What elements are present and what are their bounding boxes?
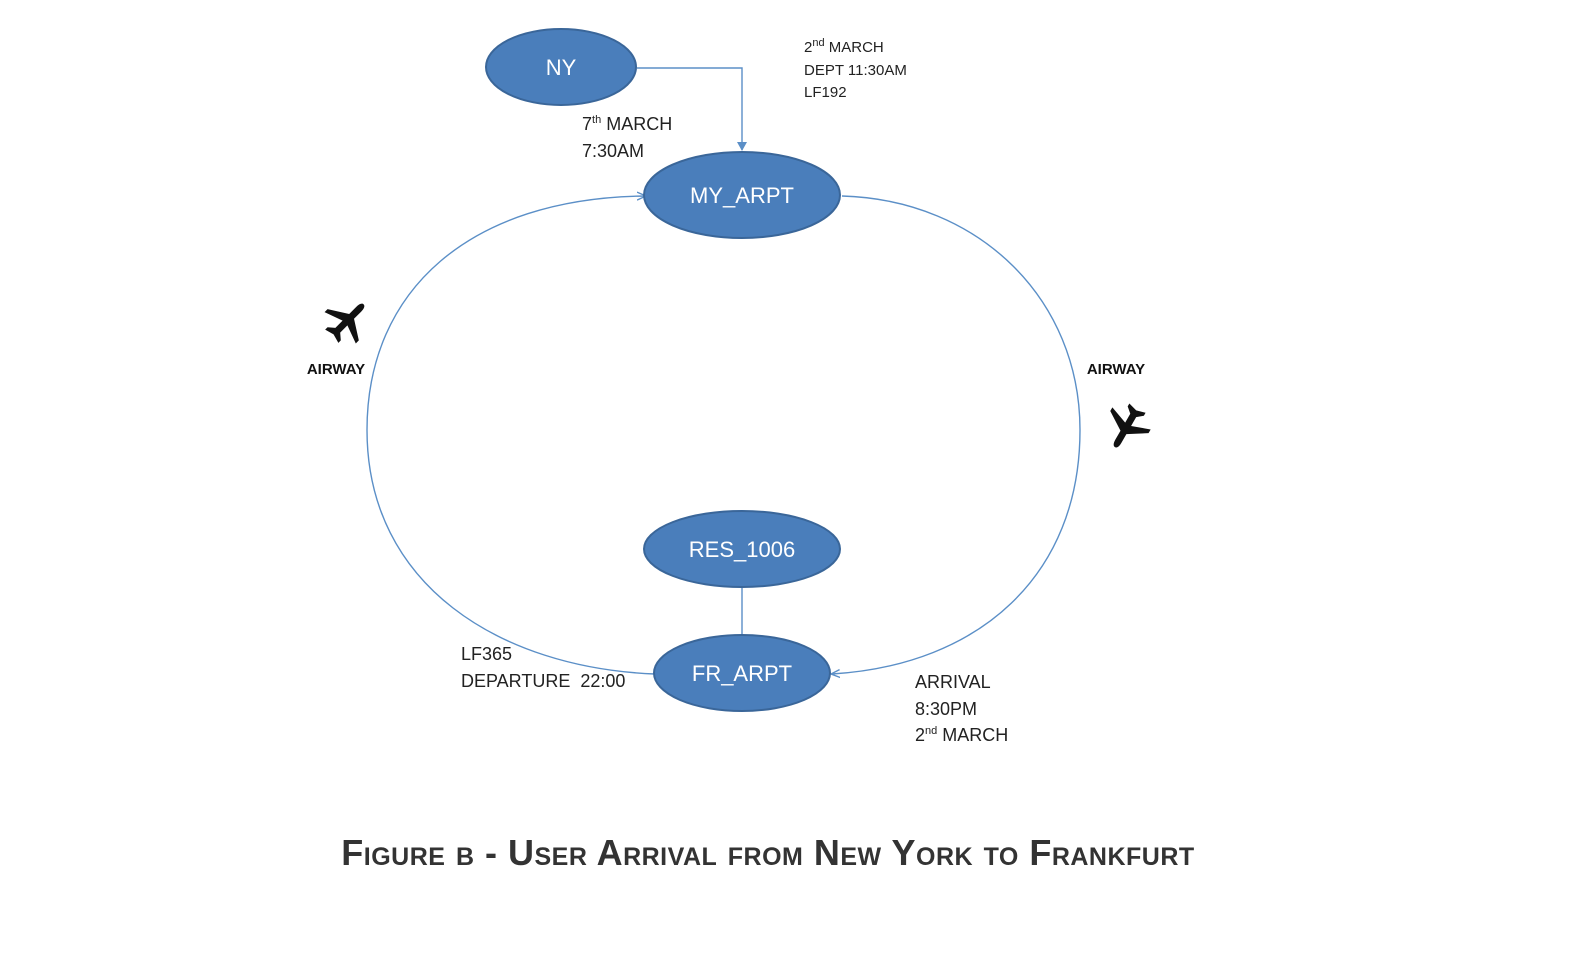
departure-fr-flight: LF365: [461, 644, 512, 664]
node-fr-arpt: FR_ARPT: [653, 634, 831, 712]
node-my-arpt: MY_ARPT: [643, 151, 841, 239]
arrival-fr-day: 2: [915, 725, 925, 745]
node-ny-label: NY: [546, 55, 577, 80]
arrival-fr-time: 8:30PM: [915, 699, 977, 719]
annotation-arrival-fr: ARRIVAL 8:30PM 2nd MARCH: [915, 672, 1008, 745]
annotation-departure-fr: LF365 DEPARTURE 22:00: [461, 644, 625, 691]
svg-text:2nd MARCH: 2nd MARCH: [915, 725, 1008, 745]
annotation-departure-ny: 2nd MARCH DEPT 11:30AM LF192: [804, 37, 907, 101]
return-arrival-day-suffix: th: [592, 114, 601, 126]
node-res-1006-label: RES_1006: [689, 537, 795, 562]
return-arrival-time: 7:30AM: [582, 141, 644, 161]
departure-ny-day-suffix: nd: [812, 37, 824, 49]
airway-right-path: [832, 195, 1081, 674]
airplane-icon: [1095, 397, 1157, 459]
node-fr-arpt-label: FR_ARPT: [692, 661, 792, 686]
edge-ny-to-my-arpt: [637, 67, 747, 151]
departure-ny-flight: LF192: [804, 84, 847, 101]
airway-right-label: AIRWAY: [1087, 361, 1145, 378]
arrival-fr-label: ARRIVAL: [915, 672, 991, 692]
arrival-fr-day-suffix: nd: [925, 725, 937, 737]
node-res-1006: RES_1006: [643, 510, 841, 588]
annotation-return-arrival: 7th MARCH 7:30AM: [582, 114, 672, 161]
svg-text:2nd MARCH: 2nd MARCH: [804, 37, 884, 56]
departure-fr-time: DEPARTURE 22:00: [461, 671, 625, 691]
node-my-arpt-label: MY_ARPT: [690, 183, 794, 208]
airway-left-label: AIRWAY: [307, 361, 365, 378]
departure-ny-month: MARCH: [825, 39, 884, 56]
airplane-icon: [316, 288, 380, 352]
departure-ny-dept: DEPT 11:30AM: [804, 62, 907, 79]
svg-text:7th MARCH: 7th MARCH: [582, 114, 672, 134]
return-arrival-day: 7: [582, 114, 592, 134]
airway-left-path: [366, 196, 656, 675]
departure-ny-day: 2: [804, 39, 812, 56]
return-arrival-month: MARCH: [601, 114, 672, 134]
figure-caption: Figure b - User Arrival from New York to…: [341, 832, 1195, 873]
node-ny: NY: [485, 28, 637, 106]
arrival-fr-month: MARCH: [937, 725, 1008, 745]
